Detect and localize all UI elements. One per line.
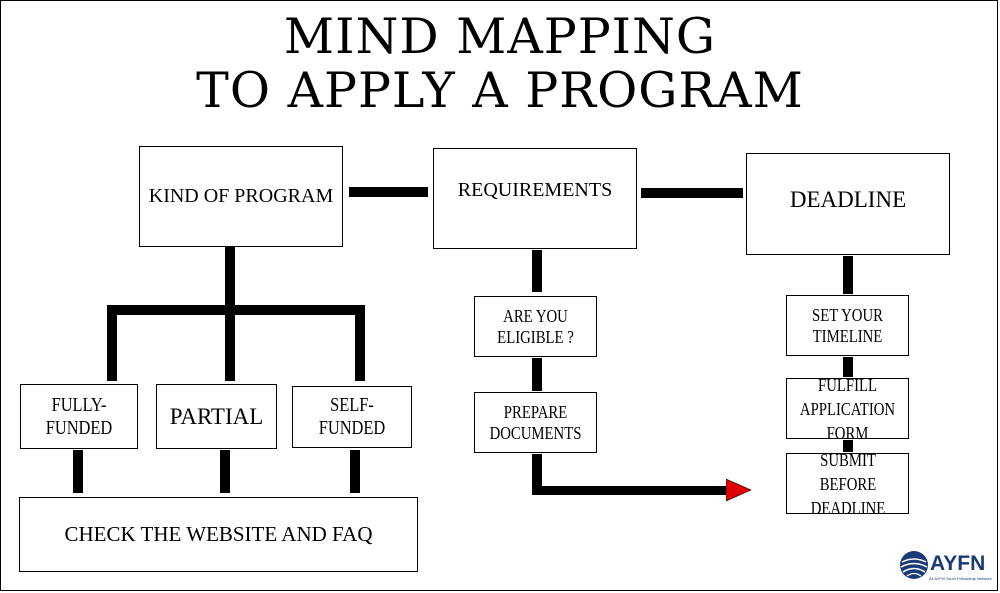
node-kind-of-program-label: KIND OF PROGRAM	[148, 185, 334, 207]
node-kind-of-program: KIND OF PROGRAM	[139, 146, 343, 247]
connector-kind-requirements	[349, 187, 428, 197]
connector-timeline-form	[843, 357, 853, 377]
connector-fully-check	[73, 450, 83, 493]
node-prepare-documents: PREPARE DOCUMENTS	[474, 392, 597, 453]
connector-branch-mid	[225, 305, 235, 381]
node-prepare-documents-label: PREPARE DOCUMENTS	[489, 401, 582, 443]
globe-icon	[900, 551, 928, 579]
node-are-you-eligible-label: ARE YOU ELIGIBLE ?	[497, 305, 574, 347]
connector-kind-branch	[107, 305, 365, 315]
connector-partial-check	[220, 450, 230, 493]
node-partial: PARTIAL	[156, 384, 277, 449]
node-set-timeline: SET YOUR TIMELINE	[786, 295, 909, 356]
connector-branch-right	[355, 305, 365, 381]
node-deadline-label: DEADLINE	[789, 187, 907, 212]
connector-self-check	[350, 450, 360, 493]
ayfn-logo: AYFN All AYFN Youth Fellowship Network	[897, 547, 992, 585]
node-submit-before-label: SUBMIT BEFORE DEADLINE	[810, 449, 885, 518]
connector-form-submit	[843, 440, 853, 452]
node-self-funded: SELF-FUNDED	[292, 386, 412, 448]
arrowhead-icon	[726, 478, 752, 502]
node-fully-funded-label: FULLY-FUNDED	[45, 393, 113, 439]
node-fulfill-form-label: FULFILL APPLICATION FORM	[799, 374, 896, 443]
node-fulfill-form: FULFILL APPLICATION FORM	[786, 375, 909, 443]
logo-tagline: All AYFN Youth Fellowship Network	[929, 576, 992, 581]
node-partial-label: PARTIAL	[169, 403, 264, 429]
connector-prepare-right	[532, 486, 729, 495]
node-fully-funded: FULLY-FUNDED	[20, 384, 138, 449]
node-requirements-label: REQUIREMENTS	[457, 179, 613, 201]
title-line-2: TO APPLY A PROGRAM	[196, 62, 804, 119]
connector-kind-down	[225, 247, 235, 305]
connector-branch-left	[107, 305, 117, 381]
node-submit-before: SUBMIT BEFORE DEADLINE	[786, 450, 909, 518]
node-self-funded-label: SELF-FUNDED	[318, 394, 386, 439]
logo-name: AYFN	[930, 552, 986, 575]
connector-req-eligible	[532, 250, 542, 292]
connector-deadline-timeline	[843, 256, 853, 294]
node-requirements: REQUIREMENTS	[433, 148, 637, 249]
node-are-you-eligible: ARE YOU ELIGIBLE ?	[474, 296, 597, 357]
connector-prepare-down	[532, 454, 542, 493]
title-line-1: MIND MAPPING	[283, 8, 717, 65]
node-check-website: CHECK THE WEBSITE AND FAQ	[19, 497, 418, 572]
connector-eligible-prepare	[532, 358, 542, 391]
node-deadline: DEADLINE	[746, 153, 950, 255]
node-set-timeline-label: SET YOUR TIMELINE	[812, 304, 883, 346]
connector-requirements-deadline	[641, 188, 743, 198]
node-check-website-label: CHECK THE WEBSITE AND FAQ	[64, 522, 373, 546]
